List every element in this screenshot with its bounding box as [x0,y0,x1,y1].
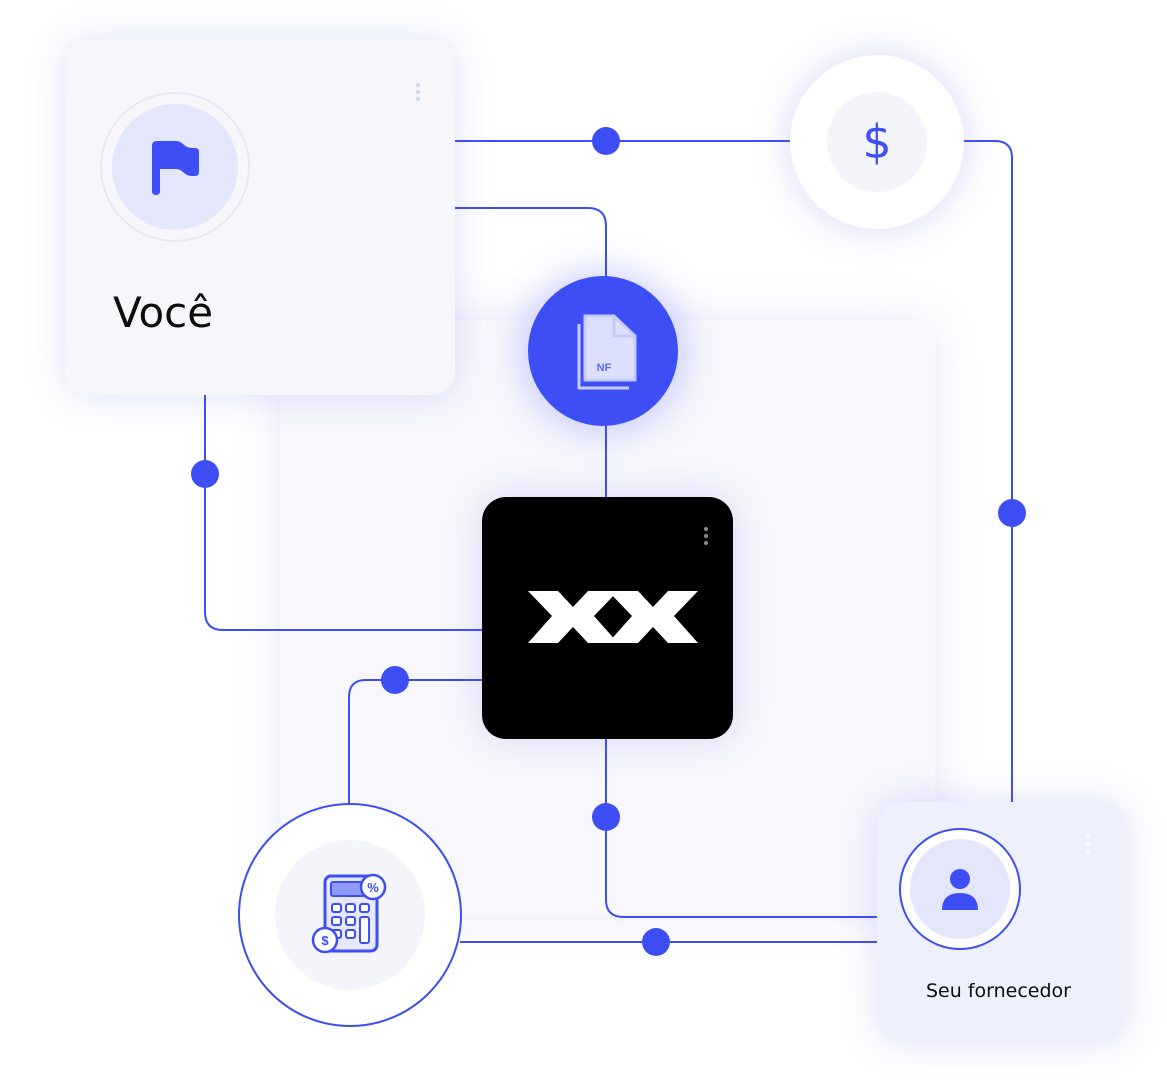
supplier-label: Seu fornecedor [926,980,1071,1002]
invoice-document-icon: NF [577,314,637,390]
line-platform-to-calculator [348,679,484,806]
percent-symbol: % [367,880,379,895]
user-icon [942,869,978,910]
you-label: Você [113,288,214,337]
calculator-node-inner: % $ [275,840,425,990]
line-you-to-invoice [455,207,607,290]
supplier-card[interactable]: Seu fornecedor [877,802,1126,1042]
platform-card[interactable] [482,497,733,739]
connector-dot [381,666,409,694]
connector-dot [592,803,620,831]
line-you-to-platform [204,395,484,631]
connector-dot [191,460,219,488]
calculator-icon: % $ [311,873,387,954]
line-platform-to-supplier [605,738,878,918]
kebab-menu-icon[interactable] [704,527,708,548]
you-avatar [112,104,238,230]
invoice-tag: NF [597,362,612,374]
invoice-node[interactable]: NF [528,276,678,426]
kebab-menu-icon[interactable] [1086,835,1090,856]
connector-dot [642,928,670,956]
dollar-icon: $ [862,115,892,169]
you-card[interactable]: Você [65,40,455,395]
kebab-menu-icon[interactable] [416,83,420,104]
connector-dot [592,127,620,155]
platform-logo [528,591,698,643]
coin-symbol: $ [321,933,329,948]
connector-dot [998,499,1026,527]
supplier-avatar [899,828,1021,950]
supplier-avatar-inner [910,839,1010,939]
flag-icon [152,141,199,195]
payment-node-inner [827,92,927,192]
line-payment-to-supplier [960,140,1013,802]
